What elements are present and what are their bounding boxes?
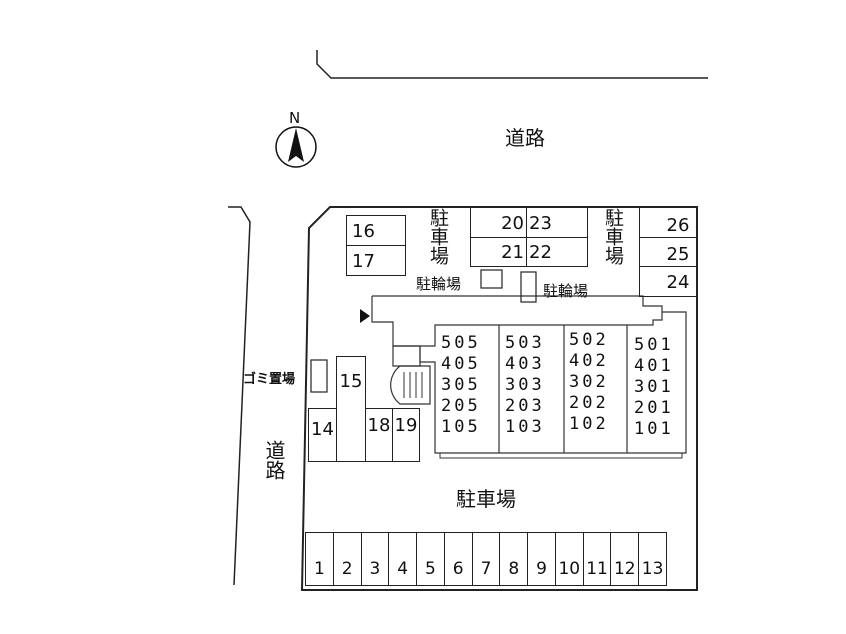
room-401: 401 [634, 356, 674, 376]
parking-space-2: 2 [334, 533, 362, 585]
road-west-label: 道路 [262, 440, 286, 480]
parking-space-14: 14 [311, 418, 334, 440]
parking-space-24: 24 [666, 272, 690, 293]
parking-space-26: 26 [666, 215, 690, 236]
room-302: 302 [569, 372, 609, 392]
room-502: 502 [569, 330, 609, 350]
parking-space-15: 15 [339, 370, 363, 392]
parking-space-3: 3 [362, 533, 390, 585]
parking-space-19: 19 [394, 414, 418, 436]
parking-space-4: 4 [389, 533, 418, 585]
parking-group-top-right [639, 207, 697, 297]
compass-ring [275, 126, 317, 168]
parking-space-14-box [308, 408, 337, 462]
parking-label-north-east: 駐車場 [602, 208, 624, 265]
parking-label-north-center: 駐車場 [427, 208, 449, 265]
parking-label-south: 駐車場 [456, 487, 516, 511]
parking-space-9: 9 [528, 533, 556, 585]
parking-space-16: 16 [352, 221, 375, 242]
room-202: 202 [569, 393, 609, 413]
parking-space-5: 5 [417, 533, 445, 585]
parking-space-20: 20 [501, 213, 524, 234]
room-101: 101 [634, 419, 674, 439]
parking-space-13: 13 [641, 559, 664, 579]
parking-space-25: 25 [666, 244, 690, 265]
parking-space-6: 6 [445, 533, 473, 585]
compass-north-label: N [289, 109, 301, 127]
road-north-label: 道路 [505, 126, 545, 150]
room-203: 203 [505, 396, 545, 416]
room-402: 402 [569, 351, 609, 371]
room-403: 403 [505, 354, 545, 374]
bicycle-parking-right-label: 駐輪場 [543, 282, 589, 300]
parking-group-top-left [346, 215, 406, 276]
parking-space-18: 18 [367, 414, 391, 436]
parking-space-19-box [392, 408, 420, 462]
room-303: 303 [505, 375, 545, 395]
room-103: 103 [505, 417, 545, 437]
room-301: 301 [634, 377, 674, 397]
parking-space-17: 17 [352, 251, 375, 272]
parking-space-1: 1 [306, 533, 334, 585]
room-405: 405 [441, 354, 481, 374]
room-205: 205 [441, 396, 481, 416]
room-105: 105 [441, 417, 481, 437]
room-201: 201 [634, 398, 674, 418]
room-305: 305 [441, 375, 481, 395]
parking-space-8: 8 [500, 533, 529, 585]
bicycle-parking-left-label: 駐輪場 [416, 275, 462, 293]
parking-space-22: 22 [529, 242, 552, 263]
parking-space-11: 11 [584, 533, 612, 585]
room-505: 505 [441, 333, 481, 353]
room-102: 102 [569, 414, 609, 434]
parking-space-21: 21 [501, 242, 524, 263]
garbage-area-label: ゴミ置場 [243, 372, 296, 387]
room-503: 503 [505, 333, 545, 353]
parking-group-top-center [470, 207, 588, 267]
room-501: 501 [634, 335, 674, 355]
parking-space-10: 10 [556, 533, 584, 585]
parking-space-12: 12 [611, 533, 640, 585]
parking-space-23: 23 [529, 213, 552, 234]
parking-space-7: 7 [473, 533, 501, 585]
